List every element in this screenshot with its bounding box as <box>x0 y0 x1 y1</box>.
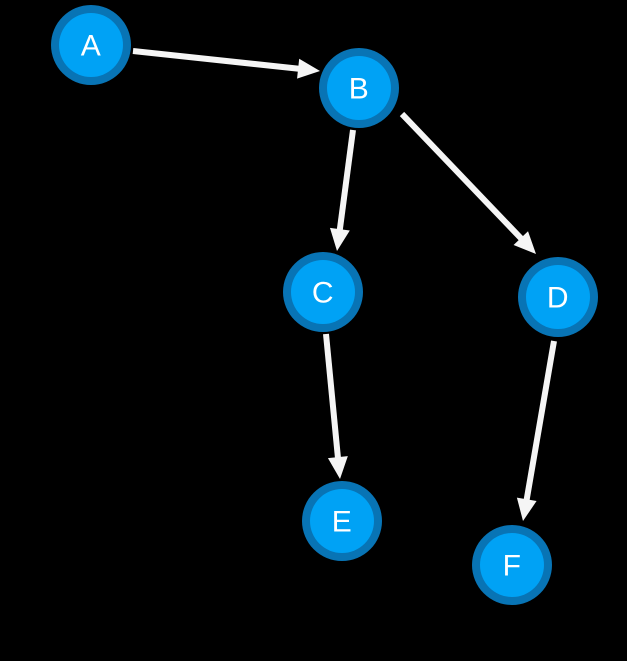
graph-edge-d-f <box>516 340 557 521</box>
node-label: A <box>81 30 102 63</box>
arrowhead-icon <box>297 58 320 79</box>
arrowhead-icon <box>516 497 537 521</box>
graph-node-e[interactable]: E <box>302 481 382 561</box>
edge-shaft <box>323 333 342 460</box>
edge-shaft <box>336 129 356 232</box>
graph-edge-a-b <box>132 48 320 79</box>
graph-node-f[interactable]: F <box>472 525 552 605</box>
node-fill <box>526 265 590 329</box>
edge-shaft <box>523 340 557 502</box>
node-fill <box>327 56 391 120</box>
node-label: D <box>547 282 569 315</box>
node-fill <box>59 13 123 77</box>
arrowhead-icon <box>513 231 536 254</box>
node-layer: A B C D E F <box>51 5 598 605</box>
node-label: B <box>349 73 370 106</box>
node-label: F <box>503 550 522 583</box>
graph-edge-b-d <box>399 111 536 254</box>
edge-shaft <box>399 111 525 242</box>
graph-edge-b-c <box>329 129 356 251</box>
graph-node-c[interactable]: C <box>283 252 363 332</box>
graph-edge-c-e <box>323 333 348 479</box>
node-fill <box>291 260 355 324</box>
edge-layer <box>132 48 557 521</box>
graph-node-d[interactable]: D <box>518 257 598 337</box>
node-fill <box>480 533 544 597</box>
node-label: C <box>312 277 334 310</box>
arrowhead-icon <box>327 456 348 479</box>
graph-node-a[interactable]: A <box>51 5 131 85</box>
node-fill <box>310 489 374 553</box>
node-label: E <box>332 506 353 539</box>
graph-node-b[interactable]: B <box>319 48 399 128</box>
arrowhead-icon <box>329 227 350 251</box>
edge-shaft <box>132 48 301 72</box>
